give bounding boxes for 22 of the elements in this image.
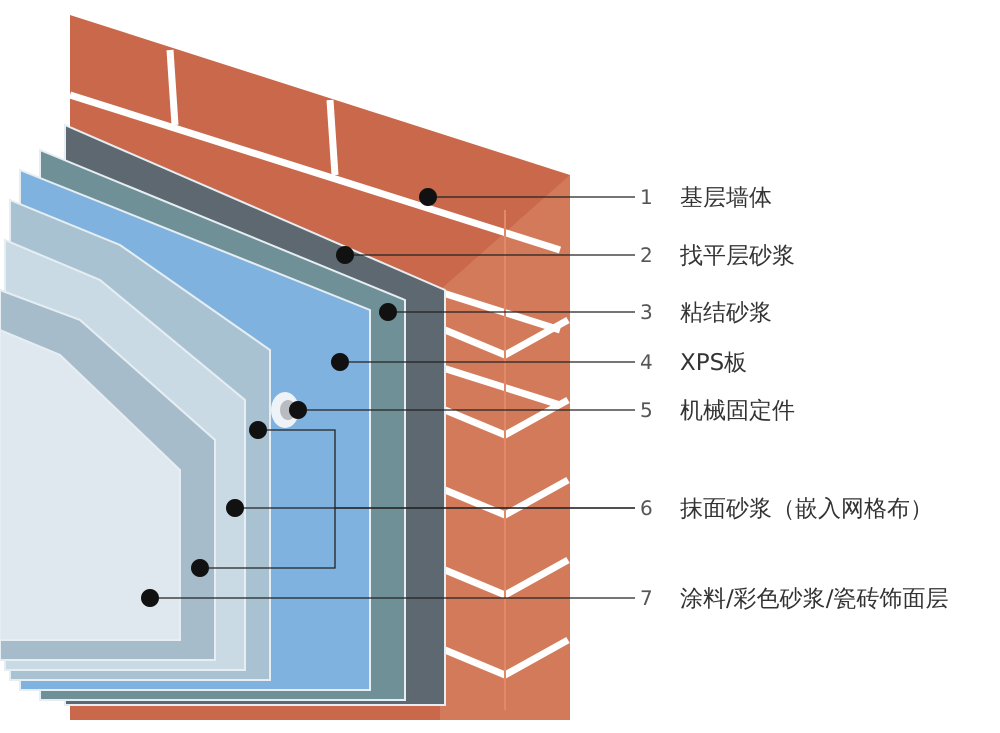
finish-layer (0, 328, 181, 641)
part-label: 基层墙体 (680, 184, 772, 212)
part-label: 找平层砂浆 (680, 242, 795, 270)
leader-line (419, 188, 635, 206)
part-label: 抹面砂浆（嵌入网格布） (680, 494, 933, 524)
part-label: 涂料/彩色砂浆/瓷砖饰面层 (680, 584, 948, 614)
part-label: XPS板 (680, 348, 748, 378)
callout-number: 1 (640, 185, 654, 209)
leader-line (379, 303, 635, 321)
callout-number: 6 (640, 496, 654, 520)
callout-number: 5 (640, 398, 654, 422)
callout-number: 7 (640, 586, 654, 610)
callout-number: 3 (640, 300, 654, 324)
leader-line (191, 507, 635, 577)
callout-number: 4 (640, 350, 654, 374)
leader-line (289, 401, 635, 419)
leader-line (336, 246, 635, 264)
part-label: 机械固定件 (680, 396, 795, 426)
leader-line (331, 353, 635, 371)
callout-number: 2 (640, 243, 654, 267)
part-label: 粘结砂浆 (680, 298, 772, 328)
leader-line (141, 589, 635, 607)
